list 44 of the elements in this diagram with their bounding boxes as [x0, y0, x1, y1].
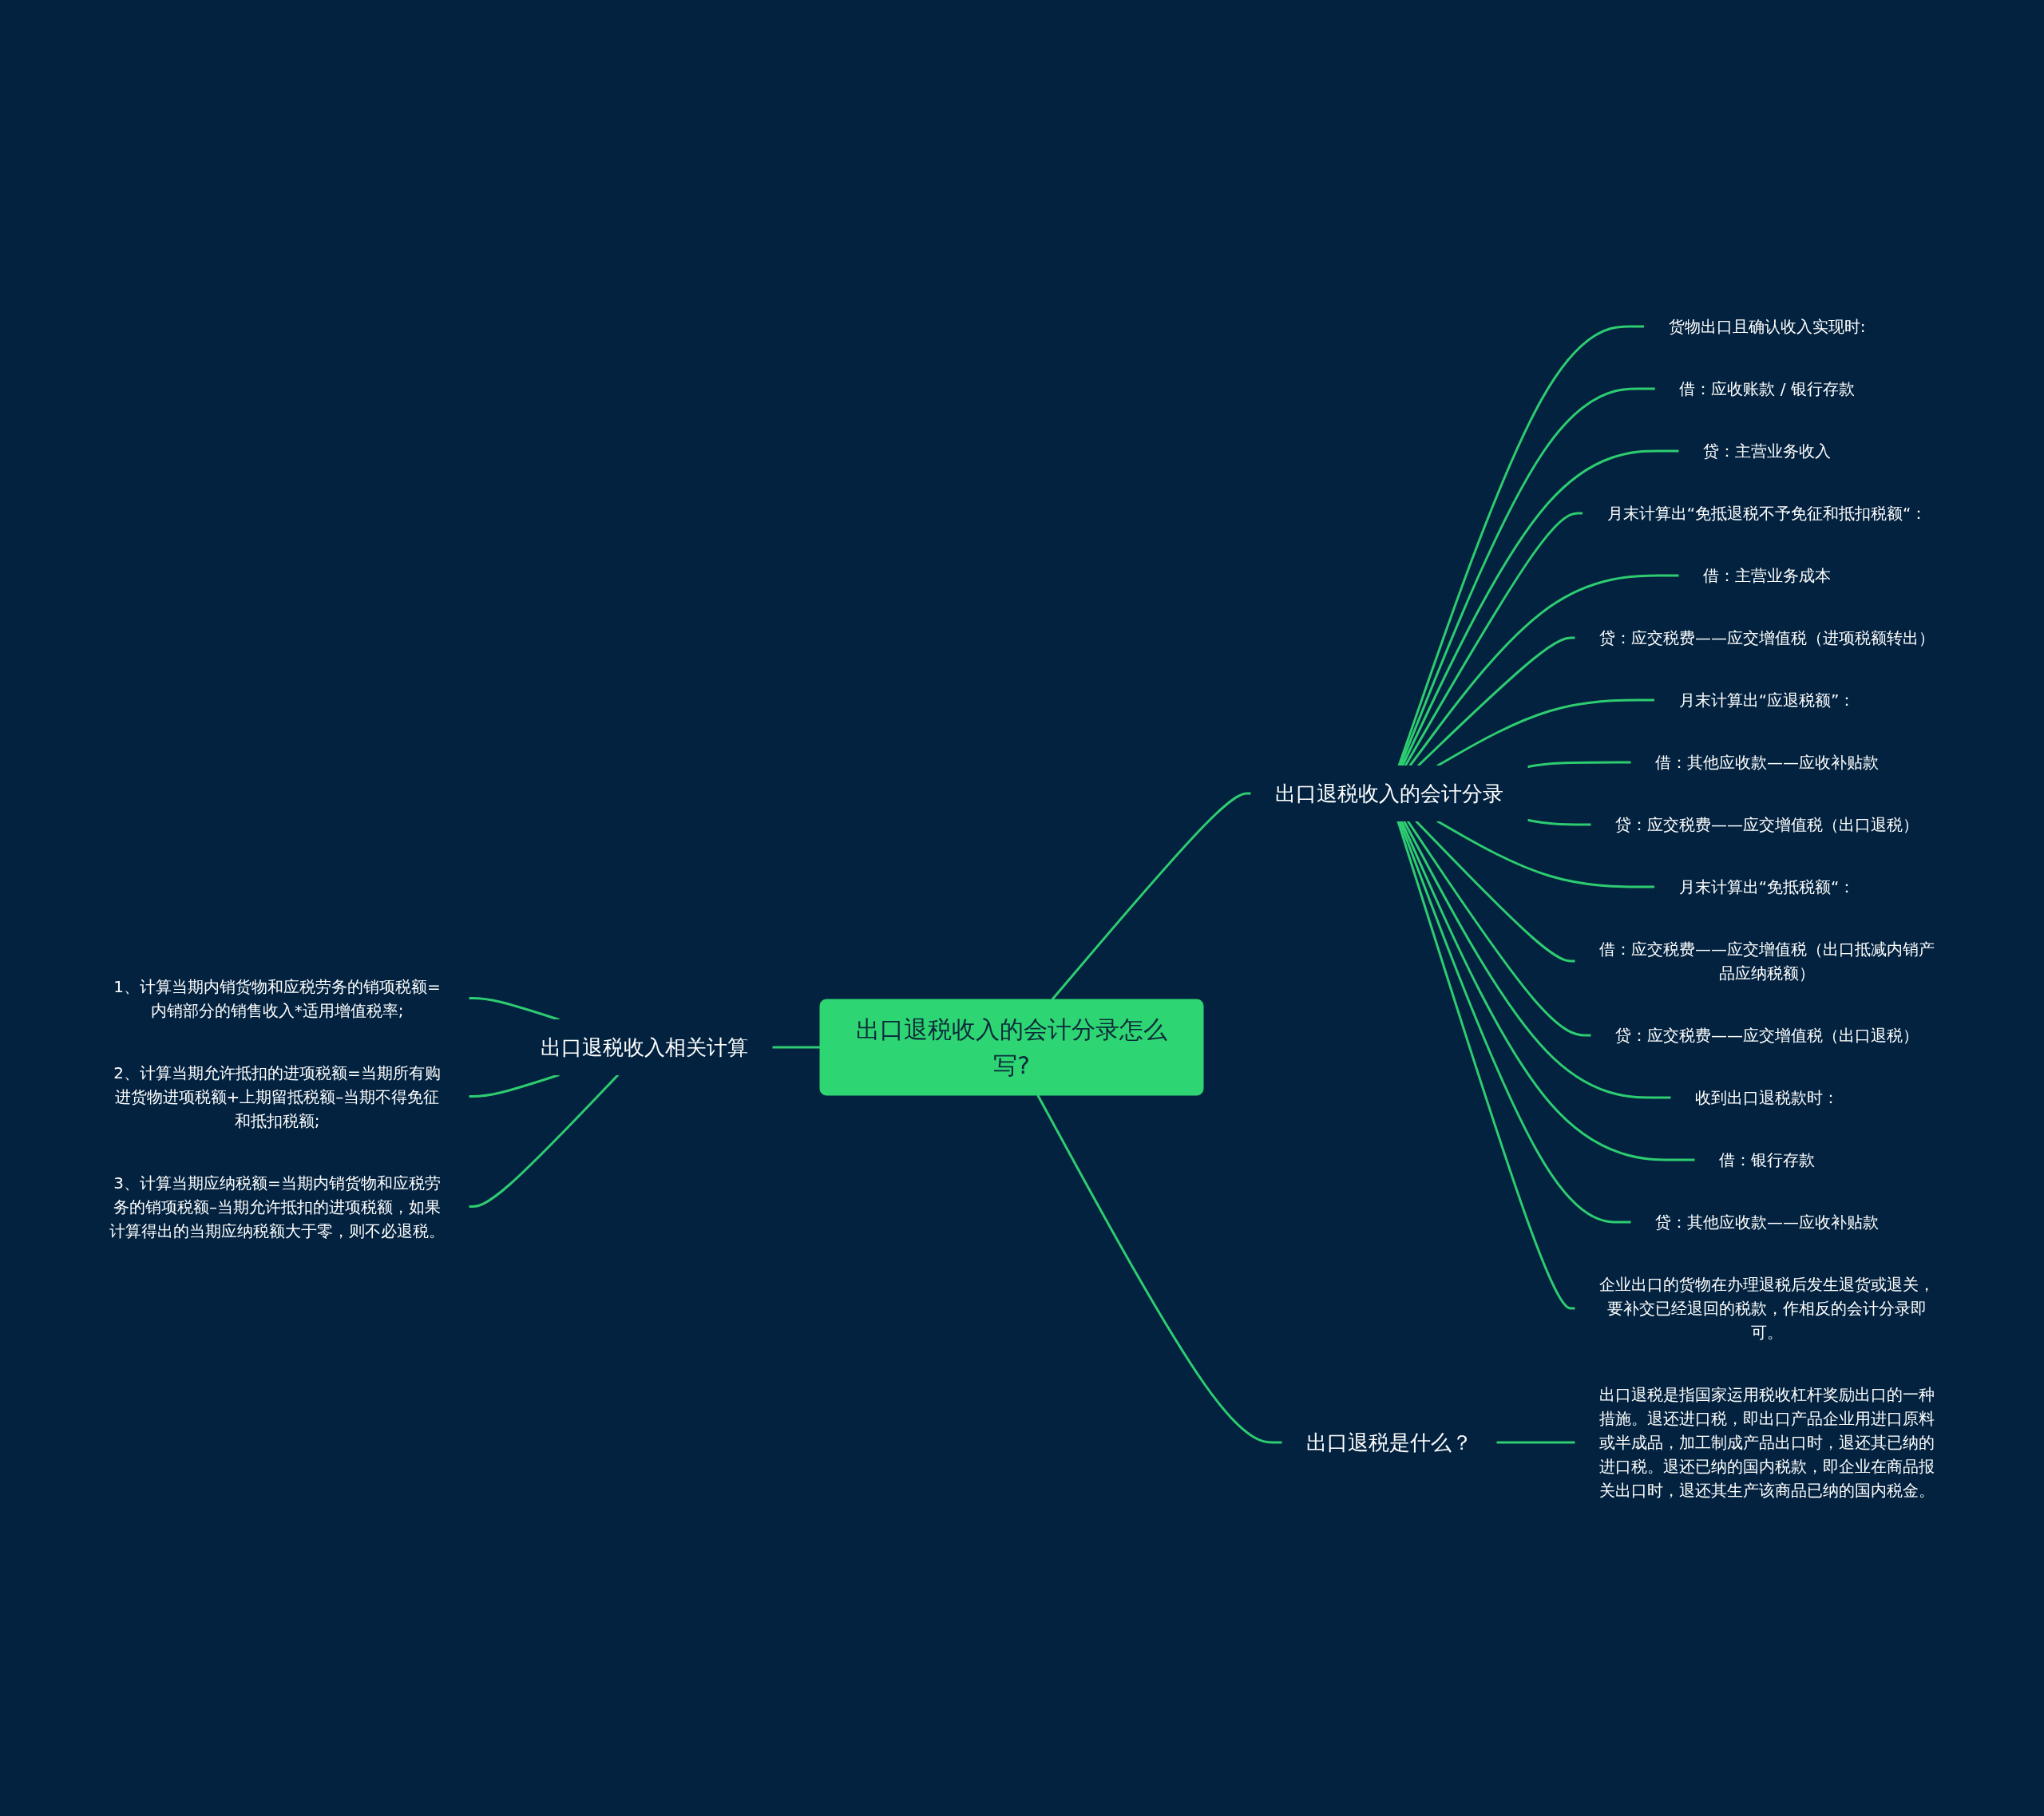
connector — [772, 1046, 820, 1048]
node-text: 借：应交税费——应交增值税（出口抵减内销产品应纳税额） — [1599, 939, 1935, 983]
connector — [1051, 792, 1251, 1000]
node-text: 贷：主营业务收入 — [1703, 441, 1831, 461]
node-text: 2、计算当期允许抵扣的进项税额=当期所有购进货物进项税额+上期留抵税额–当期不得免征和抵扣税额; — [113, 1062, 441, 1130]
connector — [1397, 325, 1645, 766]
node-text: 借：应收账款 / 银行存款 — [1679, 378, 1855, 398]
node-text: 月末计算出“免抵退税不予免征和抵扣税额“： — [1606, 503, 1927, 523]
connector — [469, 996, 560, 1021]
node-text: 借：主营业务成本 — [1703, 565, 1831, 585]
node-text: 借：其他应收款——应收补贴款 — [1655, 752, 1879, 772]
connector — [1036, 1094, 1282, 1443]
node-text: 贷：应交税费——应交增值税（进项税额转出） — [1599, 627, 1935, 647]
connector — [1496, 1441, 1575, 1443]
node-text: 1、计算当期内销货物和应税劳务的销项税额=内销部分的销售收入*适用增值税率; — [113, 976, 441, 1019]
node-text: 贷：其他应收款——应收补贴款 — [1655, 1212, 1879, 1232]
connector — [1527, 818, 1591, 825]
node-text: 出口退税是指国家运用税收杠杆奖励出口的一种措施。退还进口税，即出口产品企业用进口原料或半成品，加工制成产品出口时，退还其已纳的进口税。退还已纳的国内税款，即企业在商品报关出口时，退还其生产该商品已纳的国内税金。 — [1599, 1384, 1935, 1500]
connector — [1400, 820, 1695, 1161]
node-text: 借：银行存款 — [1719, 1149, 1815, 1169]
connector — [1398, 820, 1631, 1223]
node-text: 出口退税是什么？ — [1306, 1430, 1472, 1454]
connector — [1436, 698, 1655, 767]
node-text: 货物出口且确认收入实现时: — [1668, 316, 1866, 336]
node-text: 月末计算出“免抵税额“： — [1678, 876, 1856, 896]
connector — [1436, 819, 1655, 888]
node-text: 企业出口的货物在办理退税后发生退货或退关，要补交已经退回的税款，作相反的会计分录即可。 — [1599, 1274, 1935, 1342]
node-box: 出口退税收入的会计分录怎么写? — [819, 999, 1204, 1095]
connector — [1399, 387, 1656, 766]
node-text: 出口退税收入相关计算 — [541, 1035, 748, 1058]
node-text: 贷：应交税费——应交增值税（出口退税） — [1615, 1025, 1919, 1045]
connector — [1408, 574, 1679, 766]
connector — [1527, 761, 1631, 768]
node-text: 贷：应交税费——应交增值税（出口退税） — [1615, 814, 1919, 834]
connector — [1396, 820, 1576, 1309]
node-text: 3、计算当期应纳税额=当期内销货物和应税劳务的销项税额–当期允许抵扣的进项税额，如果计算得出的当期应纳税额大于零，则不必退税。 — [109, 1173, 445, 1240]
connector — [1406, 820, 1591, 1036]
connector — [1416, 636, 1575, 767]
connector — [1404, 512, 1583, 766]
node-text: 出口退税收入的会计分录 — [1275, 781, 1503, 805]
connector — [1400, 449, 1679, 766]
node-text: 月末计算出“应退税额”： — [1678, 690, 1856, 710]
connector — [1403, 820, 1671, 1098]
node-text: 收到出口退税款时： — [1695, 1087, 1839, 1107]
